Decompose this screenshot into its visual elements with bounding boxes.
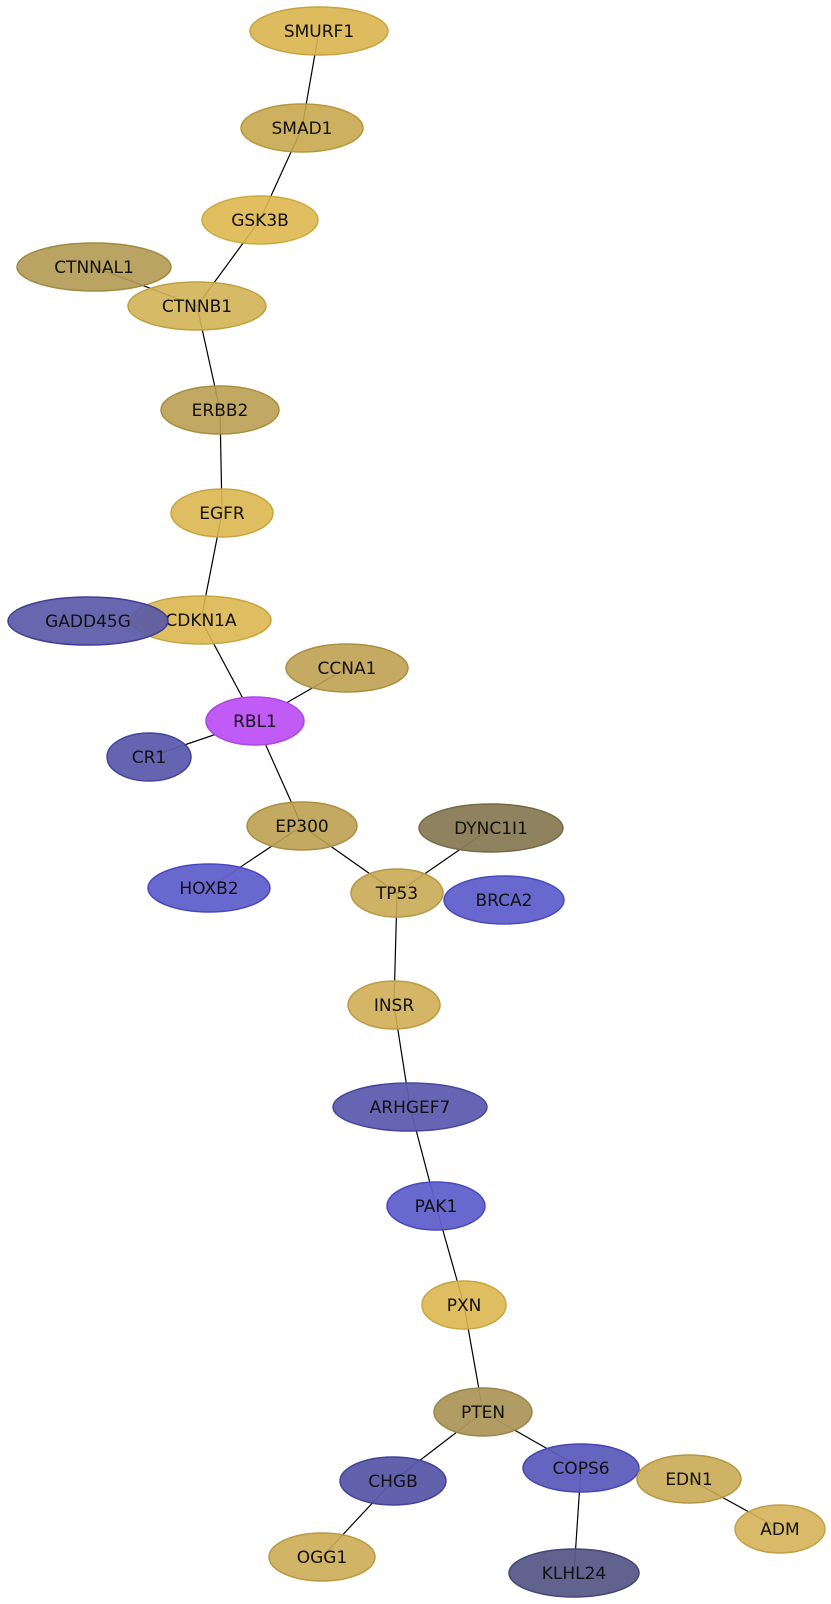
node-shape-arhgef7[interactable] (332, 1082, 488, 1132)
node-smad1[interactable]: SMAD1 (240, 103, 364, 153)
node-shape-ctnnal1[interactable] (16, 242, 172, 292)
node-label-egfr: EGFR (199, 504, 245, 524)
node-edn1[interactable]: EDN1 (636, 1454, 742, 1504)
node-klhl24[interactable]: KLHL24 (508, 1548, 640, 1598)
node-pxn[interactable]: PXN (421, 1280, 507, 1330)
node-label-brca2: BRCA2 (476, 891, 533, 911)
node-label-gadd45g: GADD45G (45, 612, 131, 632)
node-ep300[interactable]: EP300 (246, 801, 358, 851)
node-pten[interactable]: PTEN (433, 1387, 533, 1437)
node-label-klhl24: KLHL24 (542, 1564, 607, 1584)
node-shape-cops6[interactable] (522, 1443, 640, 1493)
node-shape-ogg1[interactable] (268, 1532, 376, 1582)
node-label-gsk3b: GSK3B (231, 211, 289, 231)
node-label-cdkn1a: CDKN1A (165, 611, 237, 631)
node-shape-dync1i1[interactable] (418, 803, 564, 853)
node-label-ogg1: OGG1 (297, 1548, 348, 1568)
node-shape-gadd45g[interactable] (7, 596, 169, 646)
node-cops6[interactable]: COPS6 (522, 1443, 640, 1493)
node-label-erbb2: ERBB2 (192, 401, 249, 421)
node-label-ccna1: CCNA1 (318, 659, 377, 679)
node-hoxb2[interactable]: HOXB2 (147, 863, 271, 913)
node-shape-smurf1[interactable] (249, 6, 389, 56)
node-label-ctnnb1: CTNNB1 (162, 297, 232, 317)
node-ogg1[interactable]: OGG1 (268, 1532, 376, 1582)
node-rbl1[interactable]: RBL1 (205, 696, 305, 746)
node-pak1[interactable]: PAK1 (386, 1181, 486, 1231)
node-label-ctnnal1: CTNNAL1 (54, 258, 134, 278)
node-shape-ctnnb1[interactable] (127, 281, 267, 331)
node-egfr[interactable]: EGFR (170, 488, 274, 538)
node-label-pak1: PAK1 (415, 1197, 458, 1217)
node-label-smurf1: SMURF1 (284, 22, 354, 42)
node-label-tp53: TP53 (375, 884, 418, 904)
node-shape-ccna1[interactable] (285, 643, 409, 693)
node-shape-erbb2[interactable] (160, 385, 280, 435)
node-shape-tp53[interactable] (350, 868, 444, 918)
node-label-ep300: EP300 (275, 817, 328, 837)
node-gsk3b[interactable]: GSK3B (201, 195, 319, 245)
node-label-arhgef7: ARHGEF7 (370, 1098, 451, 1118)
node-label-smad1: SMAD1 (272, 119, 333, 139)
node-smurf1[interactable]: SMURF1 (249, 6, 389, 56)
node-label-dync1i1: DYNC1I1 (454, 819, 528, 839)
node-shape-rbl1[interactable] (205, 696, 305, 746)
node-insr[interactable]: INSR (347, 980, 441, 1030)
node-brca2[interactable]: BRCA2 (443, 875, 565, 925)
node-ctnnb1[interactable]: CTNNB1 (127, 281, 267, 331)
node-label-cr1: CR1 (132, 748, 167, 768)
node-label-adm: ADM (760, 1520, 799, 1540)
node-dync1i1[interactable]: DYNC1I1 (418, 803, 564, 853)
node-shape-pak1[interactable] (386, 1181, 486, 1231)
node-label-edn1: EDN1 (665, 1470, 712, 1490)
node-label-pxn: PXN (447, 1296, 482, 1316)
node-gadd45g[interactable]: GADD45G (7, 596, 169, 646)
node-shape-adm[interactable] (734, 1504, 826, 1554)
edge-layer (93, 30, 781, 1574)
node-shape-hoxb2[interactable] (147, 863, 271, 913)
node-shape-pten[interactable] (433, 1387, 533, 1437)
node-erbb2[interactable]: ERBB2 (160, 385, 280, 435)
node-chgb[interactable]: CHGB (339, 1456, 447, 1506)
node-ccna1[interactable]: CCNA1 (285, 643, 409, 693)
node-label-hoxb2: HOXB2 (179, 879, 238, 899)
node-shape-egfr[interactable] (170, 488, 274, 538)
node-shape-edn1[interactable] (636, 1454, 742, 1504)
node-arhgef7[interactable]: ARHGEF7 (332, 1082, 488, 1132)
node-shape-insr[interactable] (347, 980, 441, 1030)
node-label-cops6: COPS6 (552, 1459, 609, 1479)
node-shape-chgb[interactable] (339, 1456, 447, 1506)
node-adm[interactable]: ADM (734, 1504, 826, 1554)
node-label-chgb: CHGB (368, 1472, 418, 1492)
node-shape-smad1[interactable] (240, 103, 364, 153)
node-shape-gsk3b[interactable] (201, 195, 319, 245)
node-shape-ep300[interactable] (246, 801, 358, 851)
node-shape-brca2[interactable] (443, 875, 565, 925)
node-cr1[interactable]: CR1 (106, 732, 192, 782)
node-ctnnal1[interactable]: CTNNAL1 (16, 242, 172, 292)
node-label-rbl1: RBL1 (233, 712, 277, 732)
node-tp53[interactable]: TP53 (350, 868, 444, 918)
node-label-pten: PTEN (461, 1403, 505, 1423)
node-shape-cr1[interactable] (106, 732, 192, 782)
node-shape-pxn[interactable] (421, 1280, 507, 1330)
node-shape-klhl24[interactable] (508, 1548, 640, 1598)
node-label-insr: INSR (374, 996, 415, 1016)
